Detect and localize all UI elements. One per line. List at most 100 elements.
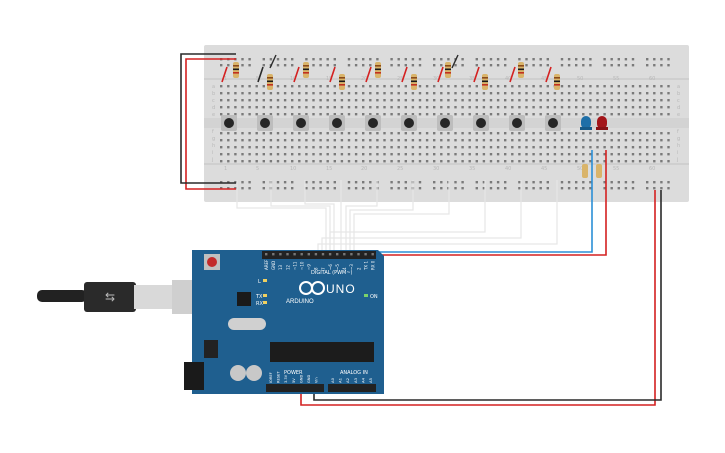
breadboard-hole[interactable] [589, 187, 592, 190]
pushbutton[interactable] [365, 115, 381, 131]
breadboard-hole[interactable] [326, 113, 329, 116]
breadboard-hole[interactable] [255, 132, 258, 135]
breadboard-hole[interactable] [333, 113, 336, 116]
breadboard-hole[interactable] [404, 106, 407, 109]
breadboard-hole[interactable] [404, 85, 407, 88]
breadboard-hole[interactable] [617, 139, 620, 142]
breadboard-hole[interactable] [298, 132, 301, 135]
breadboard-hole[interactable] [560, 85, 564, 88]
breadboard-hole[interactable] [305, 160, 308, 163]
breadboard-hole[interactable] [610, 64, 613, 67]
breadboard-hole[interactable] [283, 64, 287, 67]
breadboard-hole[interactable] [276, 139, 280, 142]
pushbutton[interactable] [257, 115, 273, 131]
breadboard-hole[interactable] [397, 99, 400, 102]
breadboard-hole[interactable] [340, 106, 344, 109]
breadboard-hole[interactable] [404, 113, 407, 116]
breadboard-hole[interactable] [539, 113, 542, 116]
header-pin[interactable] [265, 253, 268, 256]
breadboard-hole[interactable] [560, 113, 564, 116]
breadboard-hole[interactable] [496, 99, 500, 102]
breadboard-hole[interactable] [326, 146, 329, 149]
breadboard-hole[interactable] [411, 99, 415, 102]
breadboard-hole[interactable] [255, 85, 258, 88]
breadboard-hole[interactable] [660, 85, 663, 88]
breadboard-hole[interactable] [454, 113, 457, 116]
breadboard-hole[interactable] [638, 106, 642, 109]
breadboard-hole[interactable] [305, 85, 308, 88]
breadboard-hole[interactable] [440, 146, 443, 149]
breadboard-hole[interactable] [383, 160, 386, 163]
breadboard-hole[interactable] [468, 99, 471, 102]
breadboard-hole[interactable] [326, 181, 329, 184]
breadboard-hole[interactable] [340, 132, 344, 135]
breadboard-hole[interactable] [575, 187, 578, 190]
breadboard-hole[interactable] [482, 106, 486, 109]
breadboard-hole[interactable] [262, 113, 265, 116]
breadboard-hole[interactable] [525, 187, 528, 190]
breadboard-hole[interactable] [319, 58, 322, 61]
breadboard-hole[interactable] [575, 92, 578, 95]
breadboard-hole[interactable] [560, 92, 564, 95]
breadboard-hole[interactable] [255, 139, 258, 142]
breadboard-hole[interactable] [567, 181, 571, 184]
breadboard-hole[interactable] [248, 181, 251, 184]
breadboard-hole[interactable] [276, 181, 280, 184]
breadboard-hole[interactable] [553, 146, 557, 149]
breadboard-hole[interactable] [269, 99, 273, 102]
breadboard-hole[interactable] [362, 153, 365, 156]
breadboard-hole[interactable] [631, 106, 635, 109]
breadboard-hole[interactable] [305, 99, 308, 102]
breadboard-hole[interactable] [326, 92, 329, 95]
breadboard-hole[interactable] [511, 160, 514, 163]
breadboard-hole[interactable] [582, 187, 585, 190]
breadboard-hole[interactable] [404, 92, 407, 95]
breadboard-hole[interactable] [220, 106, 223, 109]
breadboard-hole[interactable] [241, 113, 244, 116]
breadboard-hole[interactable] [482, 92, 486, 95]
breadboard-hole[interactable] [291, 106, 294, 109]
breadboard-hole[interactable] [262, 99, 265, 102]
breadboard-hole[interactable] [667, 58, 670, 61]
breadboard-hole[interactable] [276, 132, 280, 135]
breadboard-hole[interactable] [319, 64, 322, 67]
breadboard-hole[interactable] [660, 132, 663, 135]
breadboard-hole[interactable] [624, 85, 628, 88]
breadboard-hole[interactable] [546, 92, 549, 95]
breadboard-hole[interactable] [624, 64, 628, 67]
breadboard-hole[interactable] [589, 58, 592, 61]
breadboard-hole[interactable] [433, 160, 436, 163]
breadboard-hole[interactable] [390, 146, 393, 149]
breadboard-hole[interactable] [475, 106, 478, 109]
breadboard-hole[interactable] [489, 58, 493, 61]
breadboard-hole[interactable] [496, 85, 500, 88]
breadboard-hole[interactable] [646, 106, 649, 109]
breadboard-hole[interactable] [298, 85, 301, 88]
breadboard-hole[interactable] [411, 132, 415, 135]
breadboard-hole[interactable] [234, 113, 237, 116]
breadboard-hole[interactable] [638, 113, 642, 116]
breadboard-hole[interactable] [603, 160, 606, 163]
breadboard-hole[interactable] [653, 146, 656, 149]
breadboard-hole[interactable] [610, 146, 613, 149]
breadboard-hole[interactable] [667, 160, 670, 163]
breadboard-hole[interactable] [354, 113, 358, 116]
breadboard-hole[interactable] [489, 113, 493, 116]
breadboard-hole[interactable] [220, 132, 223, 135]
breadboard-hole[interactable] [440, 92, 443, 95]
breadboard-hole[interactable] [404, 139, 407, 142]
breadboard-hole[interactable] [489, 64, 493, 67]
breadboard-hole[interactable] [468, 106, 471, 109]
breadboard-hole[interactable] [362, 113, 365, 116]
header-pin[interactable] [371, 253, 374, 256]
breadboard-hole[interactable] [262, 58, 265, 61]
resistor[interactable] [445, 62, 451, 78]
breadboard-hole[interactable] [333, 187, 336, 190]
breadboard-hole[interactable] [319, 187, 322, 190]
breadboard-hole[interactable] [312, 146, 315, 149]
breadboard-hole[interactable] [369, 58, 372, 61]
breadboard-hole[interactable] [255, 153, 258, 156]
breadboard-hole[interactable] [575, 146, 578, 149]
breadboard-hole[interactable] [539, 132, 542, 135]
breadboard-hole[interactable] [404, 160, 407, 163]
